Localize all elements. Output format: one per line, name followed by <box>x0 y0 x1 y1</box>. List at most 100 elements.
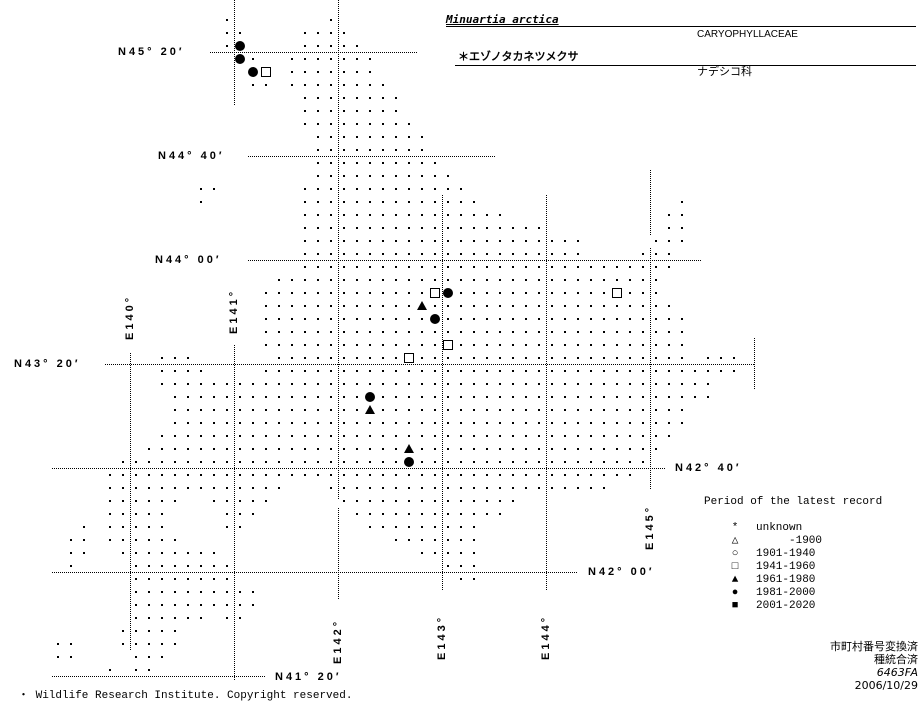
grid-cell-dot <box>239 461 241 463</box>
grid-cell-dot <box>343 162 345 164</box>
filled-circle-record-marker <box>430 314 440 324</box>
grid-cell-dot <box>239 604 241 606</box>
grid-cell-dot <box>395 331 397 333</box>
grid-cell-dot <box>421 318 423 320</box>
grid-cell-dot <box>356 71 358 73</box>
filled-triangle-record-marker <box>404 444 414 453</box>
grid-cell-dot <box>226 617 228 619</box>
grid-cell-dot <box>330 240 332 242</box>
grid-cell-dot <box>434 448 436 450</box>
grid-cell-dot <box>395 539 397 541</box>
grid-cell-dot <box>343 175 345 177</box>
grid-cell-dot <box>460 539 462 541</box>
grid-cell-dot <box>161 500 163 502</box>
grid-cell-dot <box>603 292 605 294</box>
grid-cell-dot <box>434 162 436 164</box>
grid-cell-dot <box>551 253 553 255</box>
grid-cell-dot <box>356 188 358 190</box>
grid-cell-dot <box>499 370 501 372</box>
grid-cell-dot <box>356 240 358 242</box>
grid-cell-dot <box>460 370 462 372</box>
grid-cell-dot <box>317 253 319 255</box>
grid-cell-dot <box>252 435 254 437</box>
grid-cell-dot <box>291 58 293 60</box>
grid-cell-dot <box>707 396 709 398</box>
grid-cell-dot <box>252 474 254 476</box>
grid-cell-dot <box>369 227 371 229</box>
grid-cell-dot <box>239 474 241 476</box>
grid-cell-dot <box>369 448 371 450</box>
grid-cell-dot <box>512 344 514 346</box>
grid-cell-dot <box>317 227 319 229</box>
grid-cell-dot <box>668 214 670 216</box>
grid-cell-dot <box>291 331 293 333</box>
grid-cell-dot <box>577 474 579 476</box>
grid-cell-dot <box>473 318 475 320</box>
grid-cell-dot <box>161 357 163 359</box>
grid-cell-dot <box>356 344 358 346</box>
grid-cell-dot <box>707 383 709 385</box>
grid-cell-dot <box>239 409 241 411</box>
grid-cell-dot <box>473 461 475 463</box>
grid-cell-dot <box>161 435 163 437</box>
grid-cell-dot <box>681 227 683 229</box>
grid-cell-dot <box>226 578 228 580</box>
grid-cell-dot <box>174 474 176 476</box>
grid-cell-dot <box>395 227 397 229</box>
grid-cell-dot <box>512 318 514 320</box>
grid-cell-dot <box>161 656 163 658</box>
grid-cell-dot <box>252 500 254 502</box>
grid-cell-dot <box>421 526 423 528</box>
title-rule <box>446 26 916 27</box>
grid-cell-dot <box>421 487 423 489</box>
grid-cell-dot <box>447 422 449 424</box>
grid-cell-dot <box>486 227 488 229</box>
grid-cell-dot <box>447 552 449 554</box>
grid-cell-dot <box>343 97 345 99</box>
grid-cell-dot <box>512 474 514 476</box>
grid-cell-dot <box>733 357 735 359</box>
grid-cell-dot <box>668 396 670 398</box>
record-code: 6463FA <box>876 666 918 679</box>
grid-cell-dot <box>603 344 605 346</box>
grid-cell-dot <box>356 357 358 359</box>
grid-cell-dot <box>564 240 566 242</box>
grid-cell-dot <box>486 409 488 411</box>
grid-cell-dot <box>148 643 150 645</box>
grid-cell-dot <box>161 643 163 645</box>
legend-item-1900: △ -1900 <box>728 535 822 547</box>
grid-cell-dot <box>434 201 436 203</box>
grid-cell-dot <box>694 396 696 398</box>
grid-cell-dot <box>486 240 488 242</box>
grid-cell-dot <box>330 123 332 125</box>
grid-cell-dot <box>512 279 514 281</box>
grid-cell-dot <box>603 383 605 385</box>
grid-cell-dot <box>499 214 501 216</box>
grid-cell-dot <box>382 526 384 528</box>
grid-cell-dot <box>317 240 319 242</box>
grid-cell-dot <box>135 487 137 489</box>
grid-cell-dot <box>304 45 306 47</box>
grid-cell-dot <box>434 240 436 242</box>
grid-cell-dot <box>304 435 306 437</box>
grid-cell-dot <box>525 344 527 346</box>
grid-cell-dot <box>473 240 475 242</box>
grid-cell-dot <box>187 474 189 476</box>
grid-cell-dot <box>603 422 605 424</box>
grid-cell-dot <box>434 357 436 359</box>
grid-cell-dot <box>330 149 332 151</box>
grid-cell-dot <box>408 266 410 268</box>
grid-cell-dot <box>343 474 345 476</box>
grid-cell-dot <box>460 435 462 437</box>
grid-cell-dot <box>408 201 410 203</box>
grid-cell-dot <box>395 487 397 489</box>
grid-cell-dot <box>720 357 722 359</box>
filled-circle-record-marker <box>235 54 245 64</box>
grid-cell-dot <box>447 175 449 177</box>
grid-cell-dot <box>174 552 176 554</box>
grid-cell-dot <box>668 266 670 268</box>
grid-cell-dot <box>421 461 423 463</box>
grid-cell-dot <box>304 461 306 463</box>
grid-cell-dot <box>161 513 163 515</box>
grid-cell-dot <box>434 487 436 489</box>
